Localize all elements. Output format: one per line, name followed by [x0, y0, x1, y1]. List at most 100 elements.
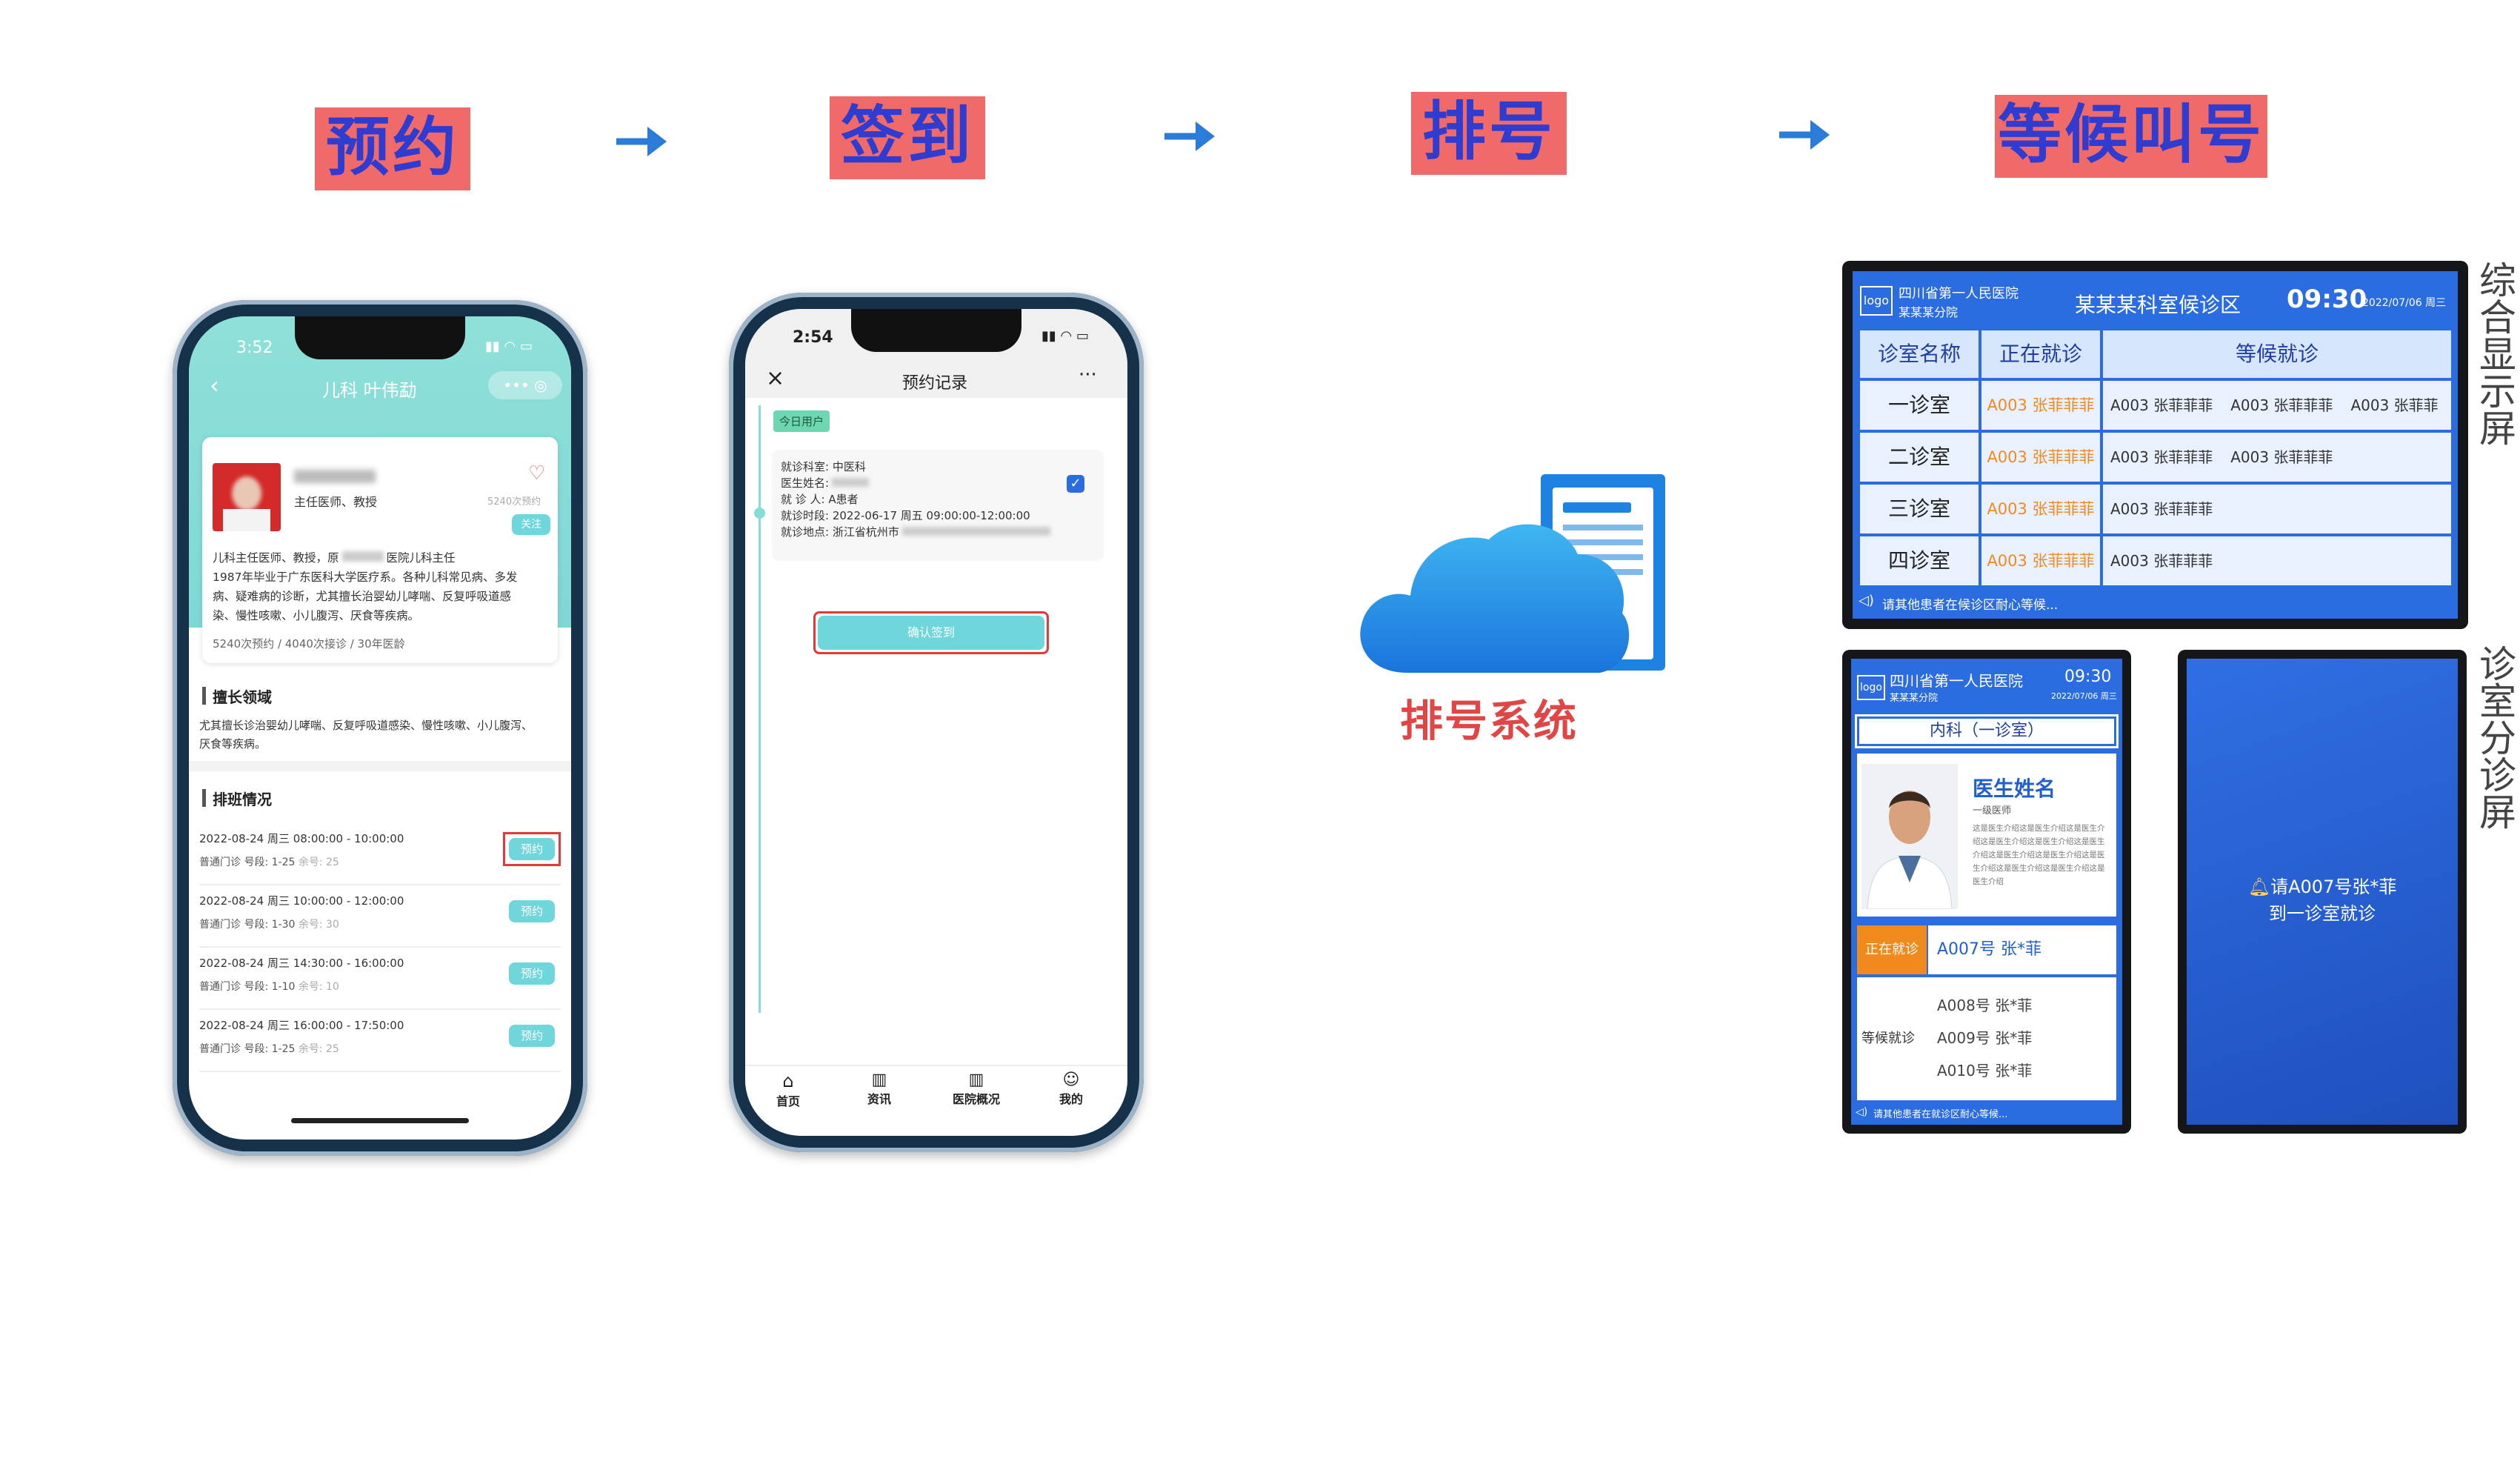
- display-screen: 🔔︎请A007号张*菲 到一诊室就诊: [2187, 659, 2458, 1125]
- checkbox-icon[interactable]: ✓: [1067, 475, 1084, 493]
- appointment-count: 5240次预约: [487, 496, 541, 508]
- book-button[interactable]: 预约: [509, 900, 555, 922]
- wait-item: A009号 张*菲: [1937, 1029, 2033, 1047]
- display-screen: logo 四川省第一人民医院 某某某分院 某某某科室候诊区 09:30 2022…: [1853, 271, 2458, 619]
- step-appointment: 预约: [315, 107, 470, 190]
- schedule-info: 普通门诊 号段: 1-30 余号: 30: [199, 919, 339, 931]
- more-icon[interactable]: ···: [1079, 364, 1097, 386]
- arrow-right-icon: [616, 127, 667, 156]
- timeline-dot: [754, 508, 765, 519]
- doctor-card: 主任医师、教授 ♡ 5240次预约 关注 儿科主任医师、教授，原医院儿科主任 1…: [202, 437, 558, 663]
- avatar: [213, 463, 281, 531]
- wait-label: 等候就诊: [1861, 1031, 1915, 1046]
- room-cell: 三诊室: [1860, 485, 1979, 533]
- confirm-highlight: [813, 611, 1049, 654]
- call-line: 到一诊室就诊: [2269, 903, 2376, 924]
- speaker-icon: ◁): [1856, 1106, 1868, 1118]
- doctor-name-blurred: [294, 470, 376, 483]
- now-cell: A003 张菲菲菲: [1981, 433, 2100, 482]
- schedule-time: 2022-08-24 周三 08:00:00 - 10:00:00: [199, 832, 404, 845]
- schedule-time: 2022-08-24 周三 14:30:00 - 16:00:00: [199, 957, 404, 970]
- close-icon[interactable]: ×: [766, 365, 785, 391]
- header-now: 正在就诊: [1981, 330, 2100, 378]
- notice: 请其他患者在就诊区耐心等候...: [1873, 1109, 2008, 1120]
- wait-cell: A003 张菲菲菲: [2103, 485, 2451, 533]
- tab-label: 医院概况: [952, 1092, 1000, 1106]
- speaker-icon: ◁): [1859, 593, 1874, 608]
- room-cell: 二诊室: [1860, 433, 1979, 482]
- doctor-photo: [1861, 764, 1958, 909]
- branch-name: 某某某分院: [1890, 693, 1939, 704]
- step-checkin: 签到: [830, 96, 985, 179]
- branch-name: 某某某分院: [1899, 305, 1959, 319]
- header-wait: 等候就诊: [2103, 330, 2451, 378]
- wait-item: A008号 张*菲: [1937, 997, 2033, 1014]
- building-icon: ▥: [968, 1071, 984, 1089]
- wait-cell: A003 张菲菲菲: [2103, 536, 2451, 585]
- tab-label: 资讯: [867, 1092, 891, 1106]
- home-indicator: [291, 1118, 469, 1123]
- status-icons: ▮▮ ◠ ▭: [485, 339, 533, 354]
- doctor-name: 医生姓名: [1973, 776, 2056, 801]
- waiting-area: 某某某科室候诊区: [2075, 293, 2241, 317]
- call-display: 🔔︎请A007号张*菲 到一诊室就诊: [2178, 650, 2467, 1134]
- clock: 09:30: [2287, 285, 2367, 314]
- schedule-title: 排班情况: [213, 791, 272, 808]
- heart-icon[interactable]: ♡: [528, 462, 546, 485]
- clock: 09:30: [2064, 668, 2112, 686]
- highlight-box: [503, 832, 561, 866]
- date: 2022/07/06 周三: [2362, 297, 2447, 309]
- now-cell: A003 张菲菲菲: [1981, 381, 2100, 430]
- back-icon[interactable]: ‹: [210, 371, 219, 399]
- book-button[interactable]: 预约: [509, 838, 555, 860]
- wait-item: A010号 张*菲: [1937, 1062, 2033, 1080]
- tab-label: 我的: [1059, 1092, 1083, 1106]
- schedule-info: 普通门诊 号段: 1-25 余号: 25: [199, 857, 339, 868]
- phone-screen: 2:54 ▮▮ ◠ ▭ × 预约记录 ··· 今日用户 就诊科室: 中医科 医生…: [745, 309, 1127, 1136]
- page-title: 预约记录: [902, 374, 968, 393]
- book-button[interactable]: 预约: [509, 962, 555, 985]
- step-wait-call: 等候叫号: [1995, 95, 2267, 178]
- home-icon: ⌂: [782, 1071, 794, 1091]
- schedule-bar: [202, 789, 206, 807]
- tab-news[interactable]: ▥ 资讯: [853, 1071, 905, 1107]
- status-time: 3:52: [236, 339, 273, 357]
- schedule-info: 普通门诊 号段: 1-10 余号: 10: [199, 981, 339, 993]
- doctor-panel: 医生姓名 一级医师 这是医生介绍这是医生介绍这是医生介绍这是医生介绍这是医生介绍…: [1857, 754, 2116, 917]
- follow-button[interactable]: 关注: [512, 514, 550, 535]
- doctor-bio: 儿科主任医师、教授，原医院儿科主任 1987年毕业于广东医科大学医疗系。各种儿科…: [213, 551, 518, 622]
- doctor-title: 主任医师、教授: [294, 495, 378, 509]
- schedule-time: 2022-08-24 周三 16:00:00 - 17:50:00: [199, 1019, 404, 1032]
- phone-appointment: 3:52 ▮▮ ◠ ▭ ‹ 儿科 叶伟勐 ••• ◎ 主任医师、教授 ♡ 524…: [173, 300, 587, 1156]
- schedule-row: 2022-08-24 周三 16:00:00 - 17:50:00 普通门诊 号…: [199, 1011, 561, 1072]
- book-button[interactable]: 预约: [509, 1025, 555, 1047]
- tab-hospital[interactable]: ▥ 医院概况: [939, 1071, 1013, 1107]
- step-queue: 排号: [1411, 92, 1567, 175]
- capsule-menu[interactable]: ••• ◎: [488, 371, 562, 399]
- notch: [851, 309, 1021, 352]
- hospital-name: 四川省第一人民医院: [1890, 672, 2023, 690]
- doctor-stats: 5240次预约 / 4040次接诊 / 30年医龄: [213, 637, 405, 651]
- call-text: 🔔︎请A007号张*菲 到一诊室就诊: [2187, 874, 2458, 927]
- specialty-text: 尤其擅长诊治婴幼儿哮喘、反复呼吸道感染、慢性咳嗽、小儿腹泻、 厌食等疾病。: [199, 719, 533, 751]
- tab-mine[interactable]: ☺ 我的: [1049, 1071, 1093, 1107]
- phone-checkin: 2:54 ▮▮ ◠ ▭ × 预约记录 ··· 今日用户 就诊科室: 中医科 医生…: [729, 293, 1144, 1152]
- room-display: logo 四川省第一人民医院 某某某分院 09:30 2022/07/06 周三…: [1842, 650, 2131, 1134]
- today-tag: 今日用户: [773, 410, 830, 432]
- confirm-checkin-button[interactable]: 确认签到: [818, 616, 1044, 650]
- header-room: 诊室名称: [1860, 330, 1979, 378]
- specialty-bar: [202, 687, 206, 705]
- cloud-server-icon: [1360, 474, 1665, 673]
- timeline-line: [759, 405, 761, 1013]
- building-icon: ▥: [871, 1071, 887, 1089]
- hospital-name: 四川省第一人民医院: [1899, 286, 2019, 302]
- dept-banner: 内科（一诊室）: [1857, 716, 2116, 746]
- queue-system-label: 排号系统: [1400, 696, 1579, 746]
- tab-home[interactable]: ⌂ 首页: [766, 1071, 810, 1109]
- arrow-right-icon: [1779, 120, 1830, 150]
- now-cell: A003 张菲菲菲: [1981, 485, 2100, 533]
- notch: [295, 316, 465, 359]
- schedule-list: 2022-08-24 周三 08:00:00 - 10:00:00 普通门诊 号…: [199, 825, 561, 1077]
